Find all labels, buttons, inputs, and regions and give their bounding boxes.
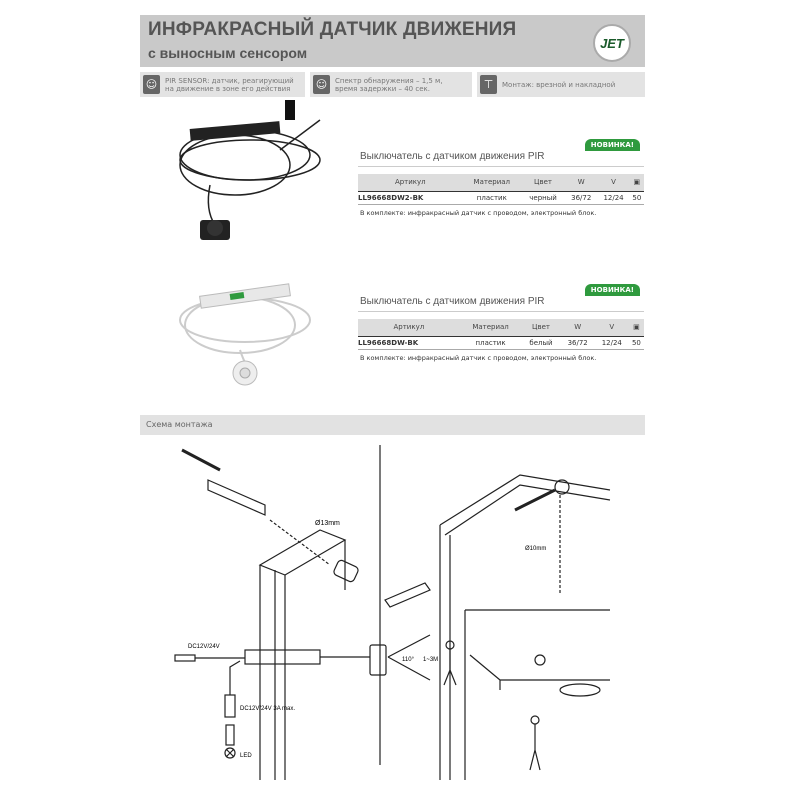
black-sensor-photo (179, 100, 321, 240)
package-icon: ▣ (628, 319, 644, 336)
product-card-black: НОВИНКА! Выключатель с датчиком движения… (358, 139, 644, 217)
cell: пластик (459, 335, 522, 349)
cell: 50 (628, 335, 644, 349)
cell: пластик (462, 190, 521, 204)
new-badge: НОВИНКА! (584, 284, 640, 296)
col-header: Материал (459, 319, 522, 336)
product-note: В комплекте: инфракрасный датчик с прово… (358, 204, 644, 217)
col-header: Цвет (521, 319, 561, 336)
col-header: W (560, 319, 595, 336)
led-label: LED (240, 753, 252, 759)
diameter-10-label: Ø10mm (525, 546, 546, 552)
product-title: Выключатель с датчиком движения PIR (358, 290, 644, 312)
range-label: 1~3M (423, 657, 438, 663)
col-header: Артикул (358, 319, 460, 336)
feature-mount: ⊤ Монтаж: врезной и накладной (477, 72, 645, 97)
col-header: W (565, 174, 598, 191)
feature-text: время задержки – 40 сек. (335, 84, 430, 93)
cell: 36/72 (560, 335, 595, 349)
person-sensor-icon: ☺ (313, 75, 330, 94)
angle-label: 110° (402, 657, 415, 663)
feature-text: PIR SENSOR: датчик, реагирующий (165, 76, 294, 85)
section-header: Схема монтажа (140, 415, 645, 435)
package-icon: ▣ (629, 174, 644, 191)
col-header: Артикул (358, 174, 463, 191)
feature-text: Спектр обнаружения – 1,5 м, (335, 76, 443, 85)
jet-logo: JET (593, 24, 631, 62)
col-header: Материал (462, 174, 521, 191)
col-header: V (594, 319, 629, 336)
new-badge: НОВИНКА! (584, 139, 640, 151)
feature-range: ☺ Спектр обнаружения – 1,5 м,время задер… (310, 72, 472, 97)
person-sensor-icon: ☺ (143, 75, 160, 94)
product-note: В комплекте: инфракрасный датчик с прово… (358, 349, 644, 362)
cell: LL96668DW-BK (358, 335, 460, 349)
cell: 12/24 (597, 190, 630, 204)
cell: 36/72 (565, 190, 598, 204)
diameter-13-label: Ø13mm (315, 520, 340, 527)
product-title: Выключатель с датчиком движения PIR (358, 145, 644, 167)
feature-text: Монтаж: врезной и накладной (502, 80, 616, 89)
cell: LL96668DW2-BK (358, 190, 463, 204)
cell: 50 (629, 190, 644, 204)
feature-text: на движение в зоне его действия (165, 84, 291, 93)
header-band: ИНФРАКРАСНЫЙ ДАТЧИК ДВИЖЕНИЯ с выносным … (140, 15, 645, 67)
cell: 12/24 (594, 335, 629, 349)
white-sensor-photo (179, 283, 311, 386)
mount-icon: ⊤ (480, 75, 497, 94)
dc-output-label: DC12V/24V 3A max. (240, 706, 295, 712)
col-header: Цвет (520, 174, 566, 191)
dc-input-label: DC12V/24V (188, 644, 220, 650)
page-title: ИНФРАКРАСНЫЙ ДАТЧИК ДВИЖЕНИЯ (148, 19, 517, 40)
cell: белый (521, 335, 561, 349)
page-subtitle: с выносным сенсором (148, 45, 308, 61)
product-card-white: НОВИНКА! Выключатель с датчиком движения… (358, 284, 644, 362)
cell: черный (520, 190, 566, 204)
mounting-diagrams: Ø13mm Ø10mm DC12V/24V DC12V/24V 3A max. … (174, 445, 611, 780)
col-header: V (597, 174, 630, 191)
